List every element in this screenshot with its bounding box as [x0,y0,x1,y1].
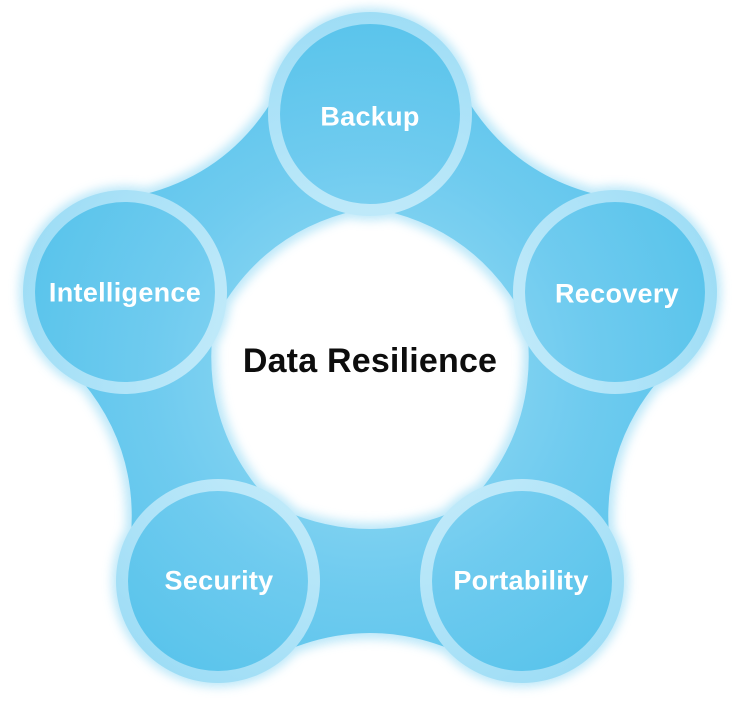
node-circle-intelligence [35,202,215,382]
node-circle-backup [280,24,460,204]
node-label-recovery: Recovery [555,278,679,309]
node-circle-recovery [525,202,705,382]
node-label-backup: Backup [320,101,420,132]
node-label-intelligence: Intelligence [48,277,202,308]
node-circle-security [128,491,308,671]
node-label-portability: Portability [453,565,589,596]
node-label-security: Security [164,565,274,596]
center-title: Data Resilience [242,342,498,381]
node-circle-portability [432,491,612,671]
connector-portability-security [282,509,458,653]
